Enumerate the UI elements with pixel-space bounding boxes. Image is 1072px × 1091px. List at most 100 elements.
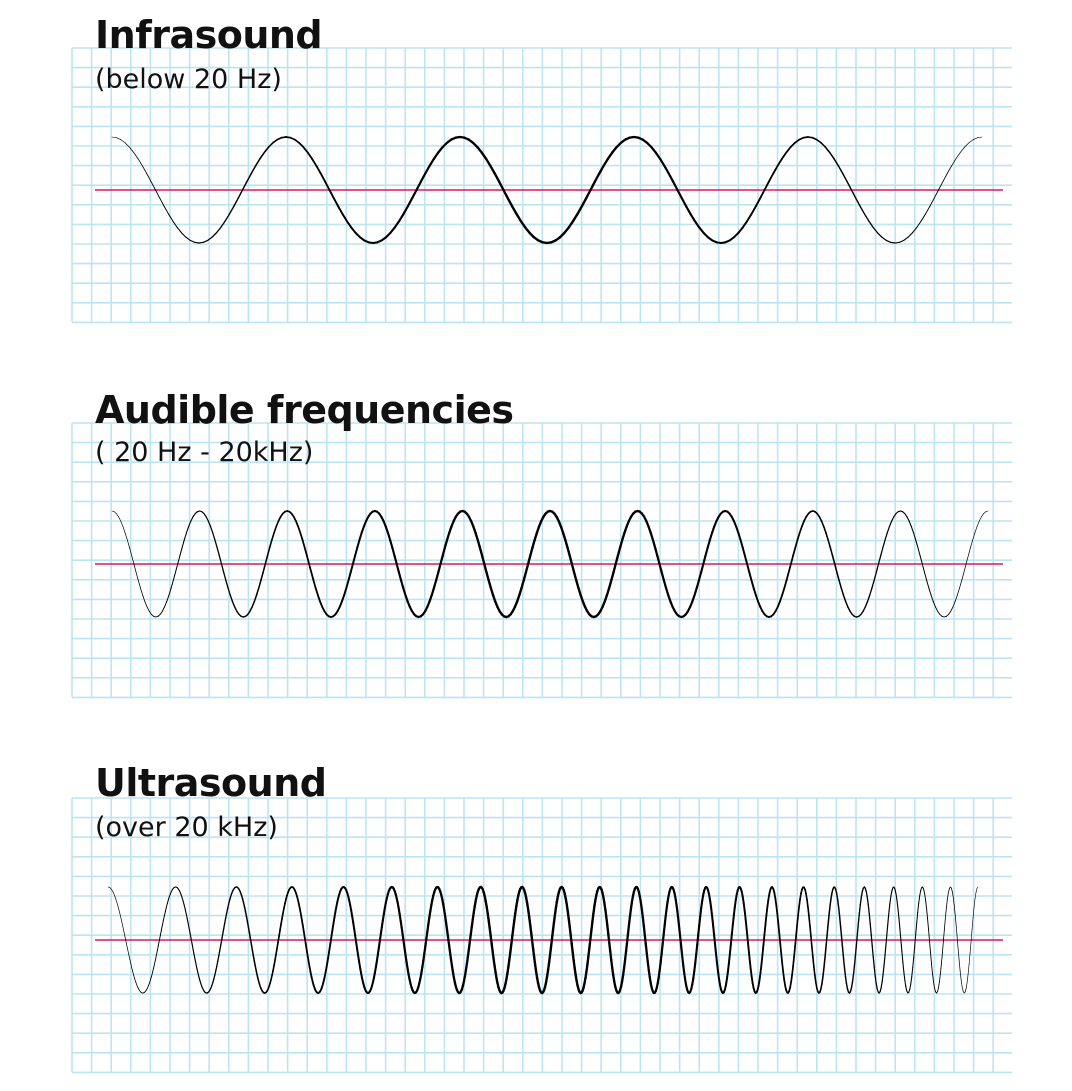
wave-segment (665, 900, 669, 911)
wave-segment (572, 571, 578, 582)
wave-segment (220, 939, 223, 947)
wave-segment (190, 516, 194, 522)
wave-segment (967, 547, 971, 557)
wave-segment (658, 157, 666, 168)
wave-segment (575, 579, 580, 590)
wave-segment (437, 562, 442, 574)
wave-segment (272, 138, 279, 144)
wave-segment (622, 958, 627, 970)
wave-segment (489, 934, 493, 945)
wave-segment (493, 172, 501, 183)
wave-segment (172, 571, 177, 581)
wave-segment (297, 525, 302, 534)
wave-segment (251, 949, 255, 957)
wave-segment (626, 923, 631, 935)
wave-segment (826, 917, 830, 930)
wave-segment (430, 586, 436, 597)
wave-segment (357, 954, 361, 963)
wave-segment (966, 973, 969, 983)
wave-segment (866, 594, 871, 603)
wave-segment (379, 925, 383, 935)
wave-segment (422, 952, 426, 962)
wave-segment (716, 970, 721, 980)
wave-segment (303, 546, 308, 557)
wave-segment (511, 926, 515, 938)
wave-segment (872, 956, 875, 968)
wave-segment (975, 888, 978, 893)
wave-segment (777, 922, 781, 935)
wave-segment (951, 891, 954, 898)
wave-segment (172, 220, 178, 228)
wave-segment (192, 513, 196, 518)
wave-segment (871, 945, 874, 958)
wave-segment (956, 587, 960, 596)
wave-segment (253, 594, 258, 603)
wave-segment (929, 197, 935, 207)
wave-segment (528, 923, 533, 934)
wave-segment (377, 939, 381, 949)
wave-segment (132, 971, 135, 976)
wave-segment (310, 571, 315, 582)
wave-segment (843, 967, 847, 978)
wave-segment (805, 892, 808, 901)
wave-segment (146, 173, 152, 183)
wave-segment (781, 587, 786, 597)
wave-segment (877, 555, 882, 565)
wave-segment (741, 895, 745, 904)
wave-segment (945, 613, 950, 617)
wave-segment (928, 587, 932, 596)
wave-segment (567, 219, 575, 229)
wave-segment (880, 981, 883, 989)
wave-segment (187, 922, 190, 929)
wave-segment (299, 912, 303, 921)
wave-segment (927, 918, 930, 931)
wave-segment (513, 911, 517, 922)
wave-segment (779, 942, 783, 955)
wave-segment (628, 907, 633, 918)
wave-segment (273, 525, 278, 534)
wave-segment (865, 890, 868, 898)
wave-segment (325, 960, 329, 969)
wave-segment (518, 586, 523, 597)
wave-segment (402, 586, 407, 597)
wave-segment (694, 953, 698, 965)
wave-segment (247, 926, 251, 934)
wave-segment (152, 968, 154, 974)
wave-segment (148, 610, 152, 615)
wave-segment (133, 563, 137, 573)
wave-segment (164, 601, 168, 608)
wave-segment (783, 579, 788, 589)
wave-segment (824, 938, 828, 951)
wave-segment (930, 594, 934, 602)
wave-segment (954, 914, 957, 927)
wave-segment (757, 979, 761, 987)
wave-segment (838, 579, 843, 589)
wave-segment (813, 966, 816, 977)
wave-segment (266, 546, 271, 557)
wave-segment (906, 516, 910, 522)
wave-segment (972, 907, 975, 919)
wave-segment (799, 892, 802, 901)
wave-segment (303, 936, 307, 945)
wave-segment (881, 973, 884, 983)
wave-segment (808, 915, 811, 927)
wave-segment (121, 921, 124, 927)
wave-segment (961, 986, 964, 992)
wave-segment (641, 916, 645, 928)
wave-segment (844, 600, 849, 608)
wave-segment (925, 899, 928, 910)
wave-segment (901, 950, 904, 963)
wave-segment (854, 944, 858, 957)
wave-segment (970, 928, 973, 942)
wave-segment (509, 942, 513, 954)
wave-segment (124, 142, 130, 148)
wave-segment (968, 139, 974, 144)
wave-segment (508, 950, 512, 961)
wave-segment (924, 205, 931, 215)
wave-segment (255, 587, 260, 596)
wave-segment (163, 205, 170, 215)
wave-segment (835, 892, 839, 900)
wave-segment (444, 921, 449, 932)
wave-segment (140, 587, 144, 596)
wave-segment (150, 613, 155, 617)
